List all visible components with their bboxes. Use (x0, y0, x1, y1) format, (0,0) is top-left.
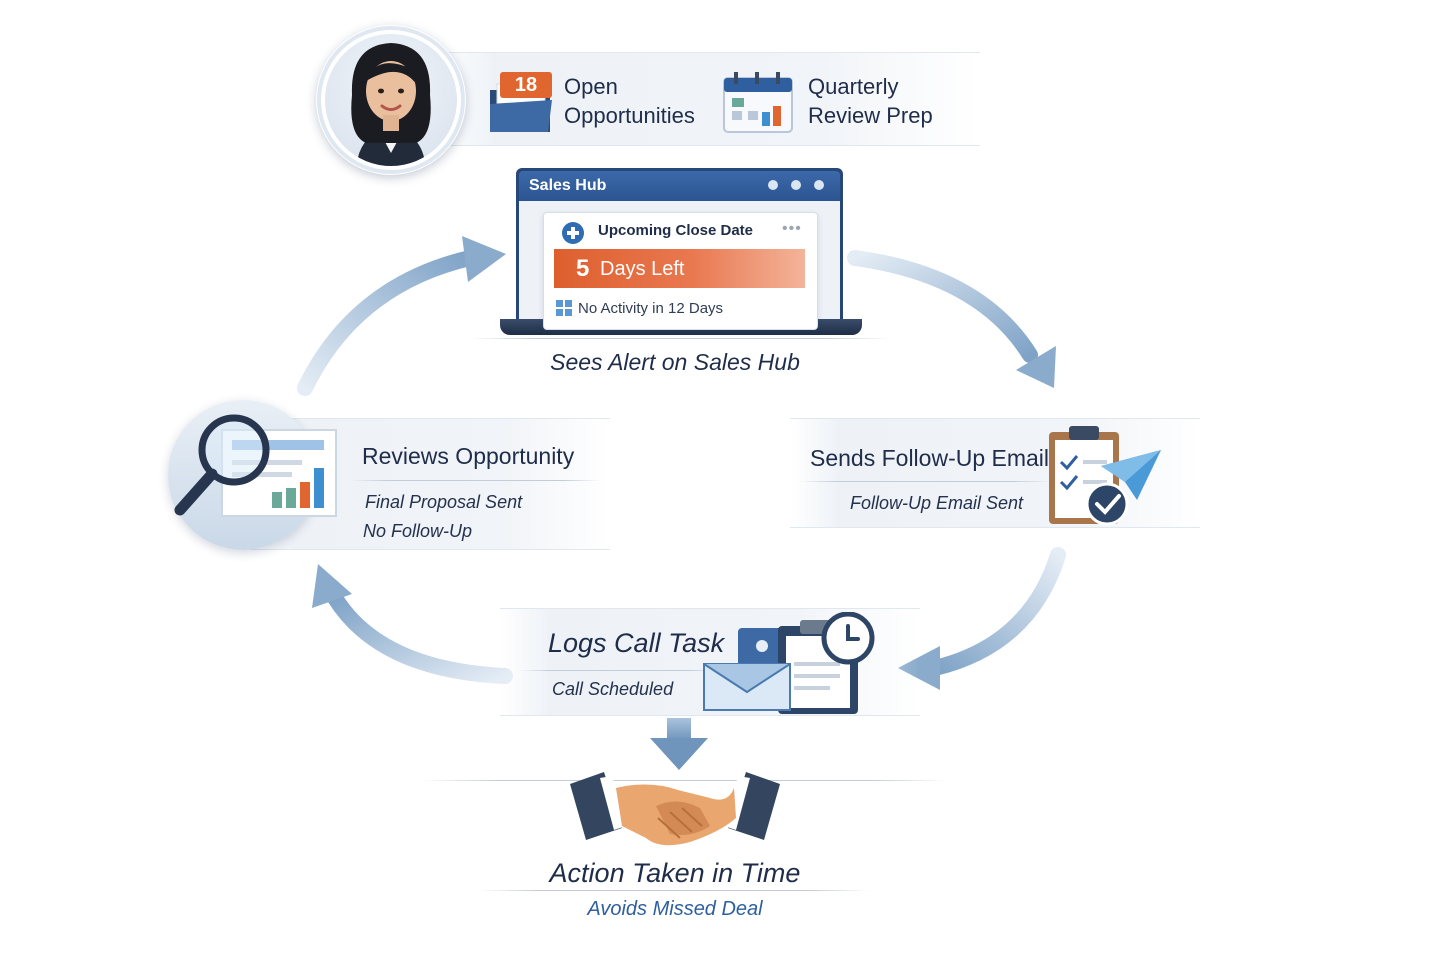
window-dot-1 (768, 180, 778, 190)
open-opportunities-label-line1: Open (564, 74, 618, 99)
email-title: Sends Follow-Up Email (810, 445, 1050, 471)
woman-portrait-icon (317, 26, 465, 174)
grid-icon (556, 300, 572, 316)
open-opportunities-stat: 18 Open Opportunities (488, 70, 708, 136)
arrow-to-call-task (898, 547, 1066, 690)
outcome-top-divider (420, 780, 950, 781)
window-dot-3 (814, 180, 824, 190)
avatar (316, 25, 466, 175)
calendar-icon (723, 72, 793, 133)
outcome-subtitle: Avoids Missed Deal (587, 898, 763, 920)
outcome-divider (480, 890, 870, 891)
open-opportunities-label-line2: Opportunities (564, 103, 695, 128)
alert-card-title: Upcoming Close Date (598, 222, 754, 239)
sales-hub-title: Sales Hub (529, 177, 607, 194)
review-title: Reviews Opportunity (362, 443, 575, 469)
review-divider (350, 480, 600, 481)
magnifier-report-icon (174, 414, 337, 517)
email-divider (800, 481, 1050, 482)
days-left-text: Days Left (600, 258, 685, 280)
outcome-title: Action Taken in Time (549, 858, 801, 888)
quarterly-review-stat: Quarterly Review Prep (722, 70, 962, 136)
open-opportunities-count: 18 (514, 74, 538, 96)
window-dot-2 (791, 180, 801, 190)
call-divider (520, 670, 720, 671)
arrow-to-review (312, 564, 513, 684)
call-line1: Call Scheduled (552, 679, 674, 699)
sales-hub-caption-divider (470, 338, 890, 339)
quarterly-review-line2: Review Prep (808, 103, 933, 128)
no-activity-note: No Activity in 12 Days (578, 300, 724, 317)
folder-icon (490, 72, 552, 132)
clipboard-paperplane-icon (1049, 426, 1161, 526)
arrow-to-email (847, 250, 1056, 388)
call-title: Logs Call Task (548, 628, 725, 658)
arrow-to-sales-hub (297, 236, 506, 396)
arrow-to-outcome (650, 718, 708, 770)
handshake-icon (570, 772, 780, 846)
review-line1: Final Proposal Sent (365, 492, 523, 512)
envelope-clock-icon (703, 612, 875, 714)
sales-hub-caption: Sees Alert on Sales Hub (550, 349, 800, 375)
days-left-number: 5 (576, 255, 590, 282)
plus-icon (562, 222, 584, 244)
quarterly-review-line1: Quarterly (808, 74, 899, 99)
email-line1: Follow-Up Email Sent (850, 493, 1024, 513)
days-left-banner (554, 249, 805, 288)
more-options-icon[interactable]: ••• (782, 220, 802, 237)
sales-hub-titlebar: Sales Hub (519, 171, 840, 201)
review-line2: No Follow-Up (363, 521, 473, 541)
